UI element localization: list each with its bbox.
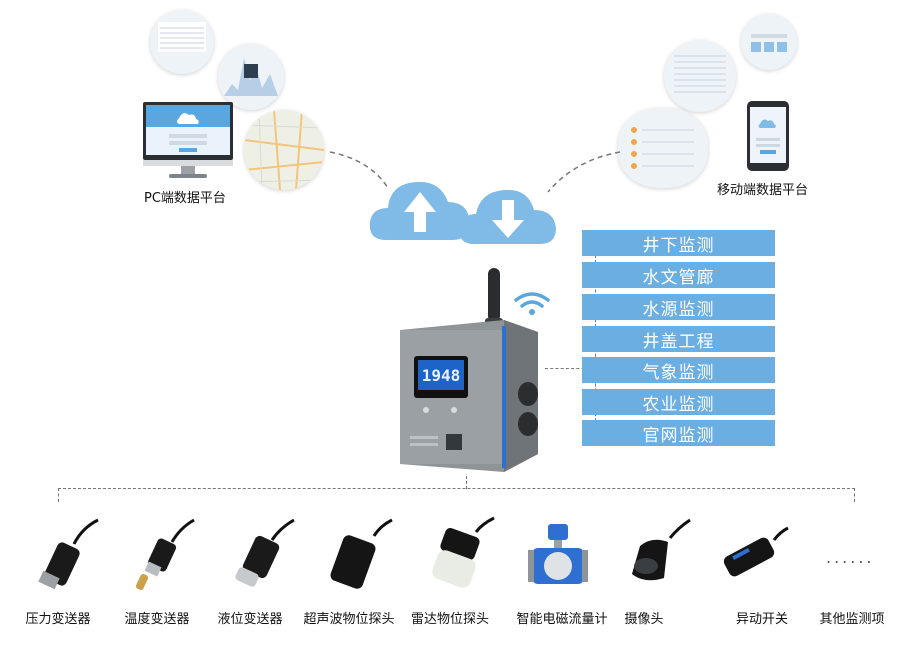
download-cloud-icon: [459, 189, 556, 244]
sensor-label: 超声波物位探头: [303, 612, 395, 627]
pc-monitor: [141, 100, 235, 182]
level-transmitter-icon: [226, 518, 296, 590]
upload-cloud-icon: [369, 181, 470, 240]
mobile-platform-label: 移动端数据平台: [717, 183, 809, 198]
device-body-icon: [400, 320, 538, 472]
sensor-bus-right-drop: [854, 488, 855, 502]
mobile-list-thumbnail: [664, 40, 736, 112]
ultrasonic-probe-icon: [324, 518, 394, 590]
application-item: 农业监测: [582, 389, 775, 415]
sensor-bus-line: [58, 488, 855, 489]
pc-chart-thumbnail: [218, 44, 284, 110]
mobile-dashboard-thumbnail: [741, 14, 797, 70]
device-to-app-connector: [545, 368, 595, 369]
sensor-label: 雷达物位探头: [410, 612, 490, 627]
sensor-bus-left-drop: [58, 488, 59, 502]
map-preview-icon: [244, 110, 324, 190]
application-item: 水源监测: [582, 294, 775, 320]
pc-platform-label: PC端数据平台: [144, 191, 226, 206]
pressure-transmitter-icon: [30, 518, 100, 590]
application-item: 井盖工程: [582, 326, 775, 352]
motion-switch-icon: [718, 526, 790, 588]
camera-icon: [622, 518, 692, 590]
wifi-signal: [512, 290, 552, 318]
flowmeter-icon: [526, 522, 590, 590]
application-item: 气象监测: [582, 357, 775, 383]
sensor-label: 温度变送器: [124, 612, 190, 627]
cloud-download: [458, 180, 558, 246]
monitor-icon: [143, 102, 233, 178]
pc-map-thumbnail: [244, 110, 324, 190]
sensor-label: 摄像头: [624, 612, 664, 627]
pc-table-thumbnail: [150, 10, 214, 74]
sensor-label: 其他监测项: [819, 612, 885, 627]
rtu-device: 1948: [392, 316, 542, 476]
application-item: 井下监测: [582, 230, 775, 256]
radar-probe-icon: [424, 516, 496, 590]
dashboard-preview-icon: [751, 34, 787, 52]
device-to-bus-connector: [466, 476, 467, 489]
sensor-label: 智能电磁流量计: [516, 612, 608, 627]
mobile-detail-thumbnail: [618, 108, 708, 188]
sensor-label: 压力变送器: [25, 612, 91, 627]
mobile-phone: [746, 100, 790, 172]
wifi-icon: [514, 292, 550, 315]
detail-preview-icon: [631, 127, 694, 169]
area-chart-preview-icon: [224, 58, 278, 96]
sensor-label: 液位变送器: [217, 612, 283, 627]
temperature-transmitter-icon: [126, 518, 196, 590]
application-item: 官网监测: [582, 420, 775, 446]
list-preview-icon: [674, 55, 726, 93]
phone-icon: [747, 101, 789, 171]
sensor-label: 异动开关: [735, 612, 789, 627]
table-preview-icon: [158, 22, 206, 52]
application-item: 水文管廊: [582, 262, 775, 288]
more-dots-icon: ......: [826, 548, 875, 567]
cloud-upload: [368, 170, 472, 244]
device-display-value: 1948: [421, 366, 461, 385]
